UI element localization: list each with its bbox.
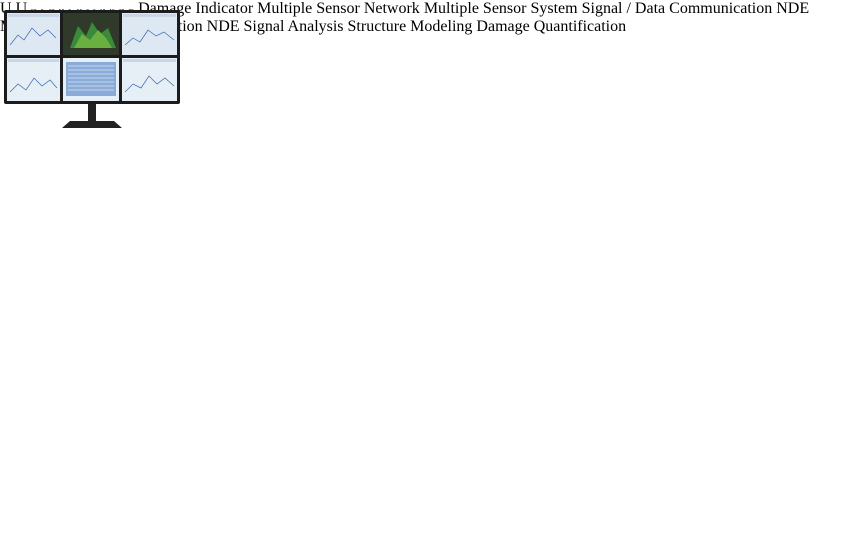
sensor-system-box: U U — [0, 0, 31, 17]
monitor-wall — [4, 10, 180, 128]
structure-modeling-label-2: Damage Quantification — [476, 18, 627, 35]
monitor-screen-6 — [122, 58, 177, 101]
signal-communication-label-1: Signal / Data — [581, 0, 666, 17]
monitor-screen-1 — [7, 13, 60, 55]
transducer: U U — [0, 0, 31, 17]
sensor-network-label: Multiple Sensor Network — [257, 0, 420, 17]
input-signal-label: U — [15, 0, 28, 17]
monitor-screen-4 — [7, 58, 60, 101]
input-signal-box: U — [16, 0, 32, 17]
transducer: U U — [0, 0, 31, 17]
sensor-system-label: Multiple Sensor System — [423, 0, 578, 17]
output-signal-label: U — [0, 0, 12, 17]
output-signal-box: U U — [0, 0, 31, 17]
signal-communication-label-2: Communication — [669, 0, 773, 17]
transducer: U U — [0, 0, 31, 17]
monitor-screen-3 — [122, 13, 177, 55]
structure-modeling-label-1: Structure Modeling — [347, 18, 473, 35]
nde-analysis-label: NDE Signal Analysis — [206, 18, 344, 35]
